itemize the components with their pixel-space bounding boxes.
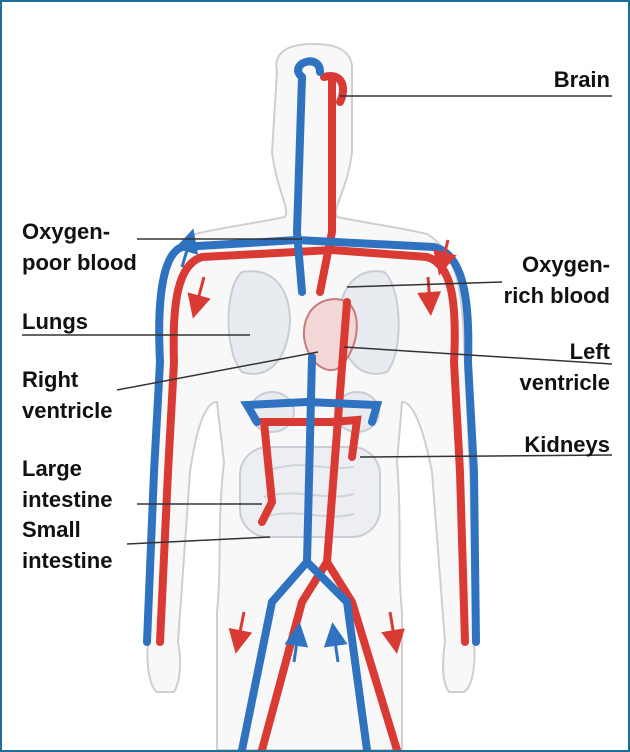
label-right-ventricle-line1: Right [22, 364, 113, 395]
label-large-intestine-line2: intestine [22, 484, 112, 515]
label-lungs: Lungs [22, 306, 88, 337]
label-oxygen-poor-line1: Oxygen- [22, 216, 137, 247]
label-brain: Brain [554, 64, 610, 95]
label-large-intestine-line1: Large [22, 453, 112, 484]
label-large-intestine: Large intestine [22, 453, 112, 515]
label-small-intestine-line1: Small [22, 514, 112, 545]
label-left-ventricle-line1: Left [520, 336, 611, 367]
label-oxygen-rich-blood: Oxygen- rich blood [504, 249, 610, 311]
label-brain-text: Brain [554, 67, 610, 92]
label-kidneys: Kidneys [524, 429, 610, 460]
label-oxygen-rich-line2: rich blood [504, 280, 610, 311]
label-oxygen-poor-blood: Oxygen- poor blood [22, 216, 137, 278]
label-right-ventricle-line2: ventricle [22, 395, 113, 426]
label-lungs-text: Lungs [22, 309, 88, 334]
label-small-intestine: Small intestine [22, 514, 112, 576]
label-small-intestine-line2: intestine [22, 545, 112, 576]
label-oxygen-poor-line2: poor blood [22, 247, 137, 278]
label-right-ventricle: Right ventricle [22, 364, 113, 426]
label-oxygen-rich-line1: Oxygen- [504, 249, 610, 280]
label-kidneys-text: Kidneys [524, 432, 610, 457]
label-left-ventricle: Left ventricle [520, 336, 611, 398]
label-left-ventricle-line2: ventricle [520, 367, 611, 398]
